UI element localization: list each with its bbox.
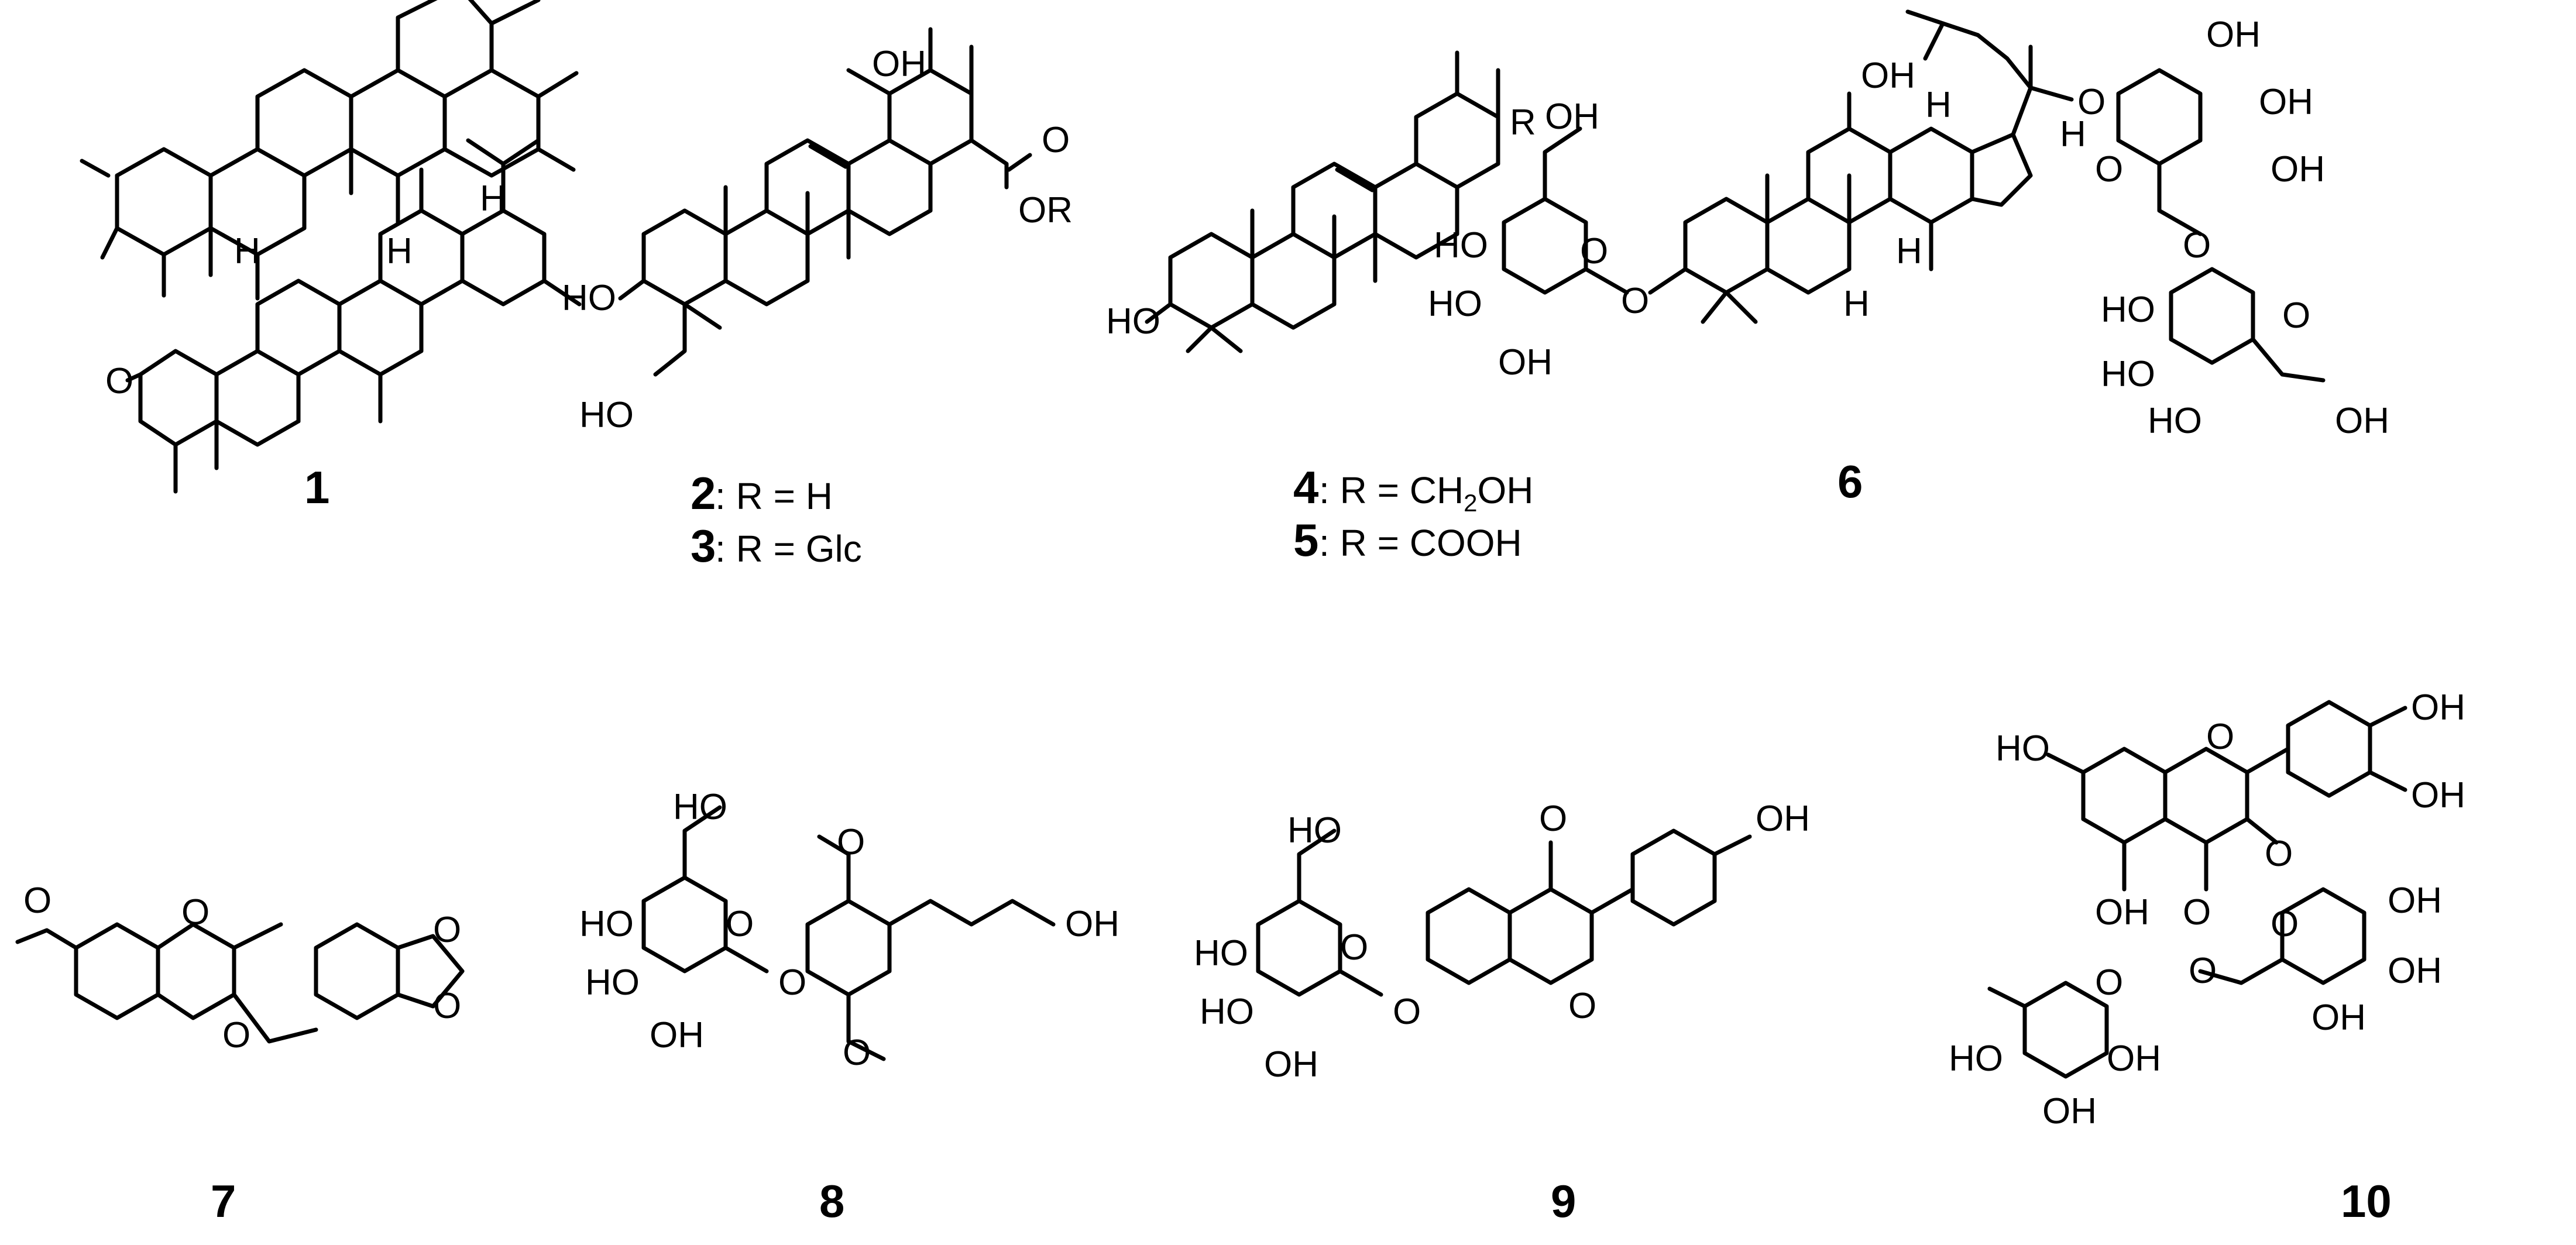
atom-label-oh: OH [2095,892,2149,933]
atom-label-h: H [480,178,506,219]
atom-label-o: O [837,822,865,862]
atom-label-ho: HO [673,787,727,827]
atom-label-oh: OH [2271,149,2325,190]
atom-label-ho: HO [562,278,616,318]
atom-label-oh: OH [2335,401,2389,441]
atom-label-oh: OH [650,1015,704,1055]
atom-label-o: O [2077,82,2106,122]
atom-label-ho: HO [585,962,640,1003]
atom-label-ho: HO [2148,401,2202,441]
atom-label-h: H [234,231,260,271]
atom-label-h: H [1843,284,1870,324]
atom-label-h: H [386,231,413,271]
atom-label-oh: OH [2411,775,2465,816]
atom-label-oh: OH [1545,97,1599,137]
caption-compound-4: : R = CH2OH [1319,469,1534,517]
caption-compound-2: : R = H [715,475,833,517]
atom-label-o: O [2265,834,2293,874]
atom-label-oh: OH [1756,799,1810,839]
atom-label-o: O [1042,120,1070,160]
structure-compound-6: OH H H H H O OH HO HO OH O O OH OH OH O … [1428,9,2389,507]
structure-compound-10: HO O OH OH OH O O O OH OH OH O O HO OH O… [1949,687,2465,1227]
structure-compound-9: HO HO HO OH O O O O OH 9 [1194,799,1810,1227]
atom-label-o: O [222,1015,250,1055]
atom-label-oh: OH [1065,904,1119,944]
atom-label-o: O [2095,962,2123,1003]
atom-label-or: OR [1018,190,1073,231]
atom-label-o: O [1340,927,1368,968]
atom-label-o: O [2183,892,2211,933]
compound-label-5: 5 [1293,514,1318,566]
atom-label-o: O [2206,717,2234,757]
atom-label-oh: OH [2388,881,2442,921]
compound-label-9: 9 [1551,1175,1576,1227]
atom-label-r: R [1510,102,1536,143]
compound-label-6: 6 [1837,456,1863,507]
atom-label-o: O [2282,295,2310,336]
atom-label-oh: OH [1264,1044,1318,1085]
atom-label-oh: OH [2388,951,2442,991]
atom-label-oh: OH [2107,1038,2161,1079]
atom-label-o: O [2183,225,2211,266]
atom-label-o: O [2189,951,2217,991]
atom-label-o: O [1393,992,1421,1032]
atom-label-ho: HO [1949,1038,2003,1079]
compound-label-3: 3 [691,520,716,572]
structure-compound-1: O H H H 1 [80,0,582,513]
atom-label-ho: HO [1200,992,1254,1032]
structure-compound-7: O O O O O 7 [15,881,465,1227]
compound-label-2: 2 [691,467,716,519]
atom-label-o: O [1580,231,1608,271]
structure-compound-2-3: OH HO HO O OR 2 : R = H 3 : R = Glc [562,27,1073,572]
compound-label-8: 8 [819,1175,844,1227]
atom-label-ho: HO [1287,810,1342,851]
compound-label-1: 1 [304,462,329,513]
atom-label-o: O [2095,149,2123,190]
atom-label-o: O [433,910,461,950]
atom-label-oh: OH [1861,56,1915,96]
atom-label-ho: HO [1434,225,1488,266]
atom-label-o: O [1539,799,1567,839]
atom-label-o: O [726,904,754,944]
atom-label-ho: HO [1194,933,1248,974]
atom-label-ho: HO [2101,354,2155,394]
atom-label-oh: OH [2411,687,2465,728]
atom-label-ho: HO [1106,301,1160,342]
caption-compound-3: : R = Glc [715,528,862,570]
atom-label-o: O [1568,986,1596,1026]
atom-label-o: O [778,962,806,1003]
caption-compound-5: : R = COOH [1319,522,1522,564]
atom-label-oh: OH [2259,82,2313,122]
atom-label-o: O [181,892,209,933]
structure-compound-8: HO HO HO OH O O O O OH 8 [579,787,1119,1227]
atom-label-h: H [2060,114,2086,154]
atom-label-o: O [1621,281,1649,321]
atom-label-h: H [1925,85,1952,125]
atom-label-oh: OH [2206,15,2261,55]
atom-label-oh: OH [2042,1091,2097,1131]
atom-label-oh: OH [2311,998,2366,1038]
atom-label-o: O [433,986,461,1026]
atom-label-ho: HO [579,904,634,944]
atom-label-h: H [1896,231,1922,271]
atom-label-ho: HO [579,395,634,435]
structure-compound-4-5: HO R 4 : R = CH2OH 5 : R = COOH [1106,50,1536,566]
atom-label-ho: HO [1995,728,2050,769]
atom-label-o: O [23,881,51,921]
compound-label-10: 10 [2341,1175,2392,1227]
atom-label-o: O [843,1033,871,1073]
atom-label-o: O [2271,904,2299,944]
atom-label-oh: OH [1498,342,1553,383]
compound-label-4: 4 [1293,462,1318,513]
compound-label-7: 7 [211,1175,236,1227]
atom-label-ho: HO [2101,290,2155,330]
atom-label-ho: HO [1428,284,1482,324]
atom-label-oh: OH [872,44,926,84]
